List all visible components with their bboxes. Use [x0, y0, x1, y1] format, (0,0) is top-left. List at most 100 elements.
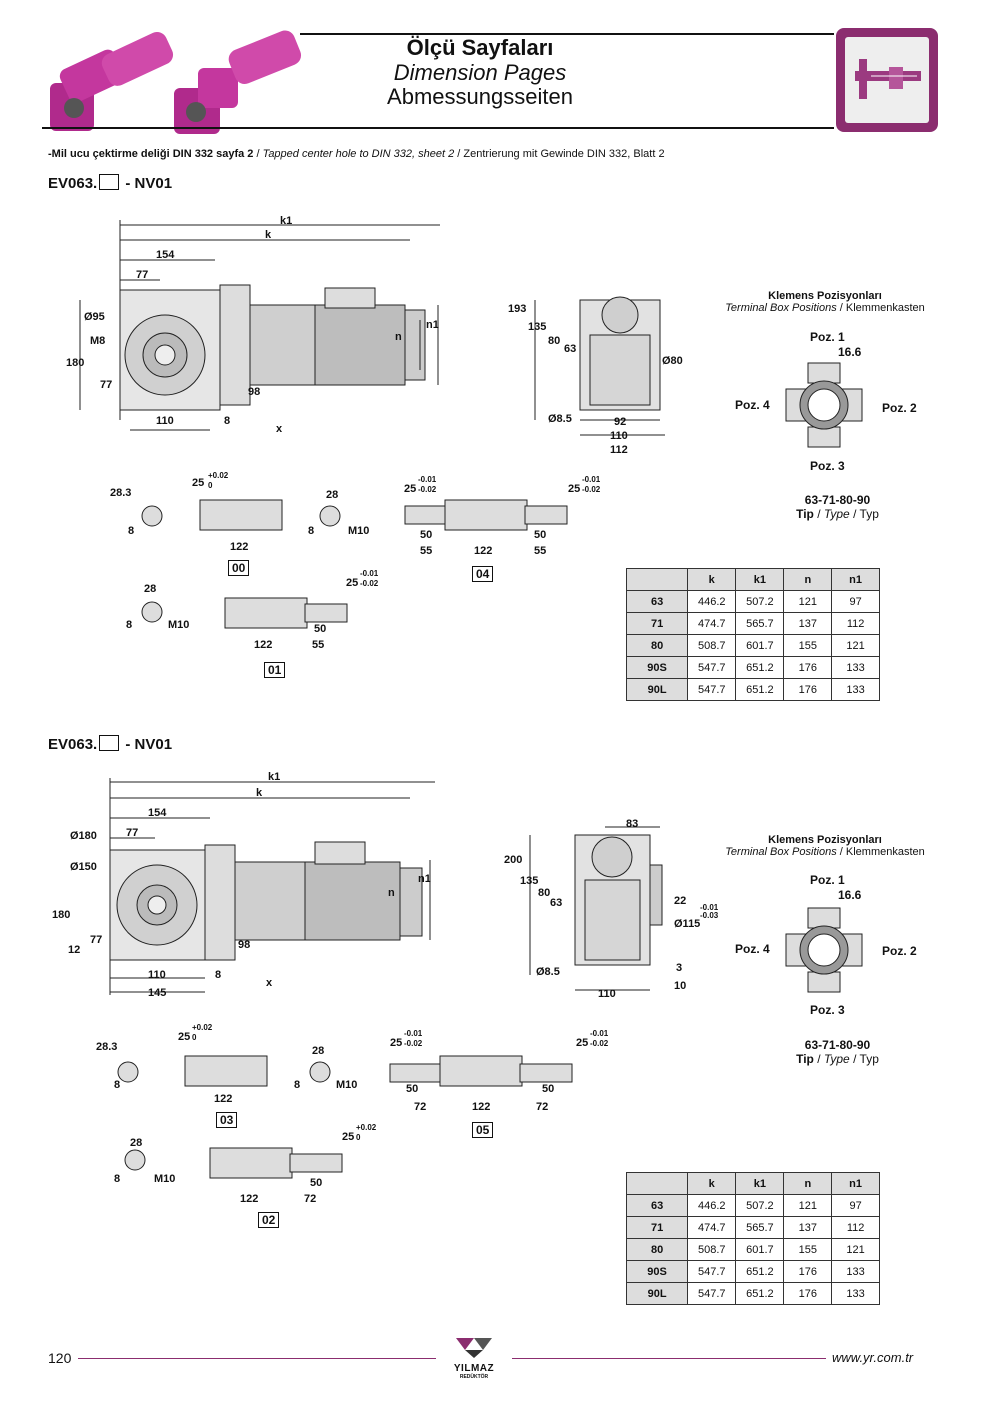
dim-8: 8	[294, 1079, 300, 1091]
dim-72: 72	[414, 1101, 426, 1113]
yilmaz-logo: YILMAZ REDÜKTÖR	[440, 1336, 508, 1380]
table-row: 90S 547.7 651.2 176 133	[625, 1260, 880, 1283]
dim-135: 135	[520, 875, 538, 887]
tol-upper: -0.01	[404, 1029, 423, 1038]
note-separator: /	[457, 148, 461, 160]
type-sep: /	[853, 1052, 857, 1066]
model-prefix: EV063.	[48, 175, 98, 192]
note-turkish: -Mil ucu çektirme deliği DIN 332 sayfa 2	[48, 148, 254, 160]
dim-25: 25	[178, 1031, 190, 1043]
cell: 651.2	[735, 656, 785, 679]
dim-28: 28	[326, 489, 338, 501]
dim-77b: 77	[90, 934, 102, 946]
cell: 121	[783, 590, 833, 613]
table-corner	[625, 1172, 689, 1195]
cell: 446.2	[687, 590, 737, 613]
tol-lower: -0.02	[404, 1039, 423, 1048]
cell: 121	[831, 1238, 880, 1261]
cell: 547.7	[687, 1282, 737, 1305]
logo-name: YILMAZ	[453, 1363, 495, 1374]
col-header: k	[687, 1172, 737, 1195]
cell: 137	[783, 612, 833, 635]
cell: 508.7	[687, 634, 737, 657]
tol-upper: +0.02	[192, 1023, 213, 1032]
dim-3: 3	[676, 962, 682, 974]
dim-77: 77	[136, 269, 148, 281]
dim-8: 8	[126, 619, 132, 631]
dim-d95: Ø95	[84, 311, 105, 323]
dim-180: 180	[52, 909, 70, 921]
cell: 121	[783, 1194, 833, 1217]
note-german: Zentrierung mit Gewinde DIN 332, Blatt 2	[463, 148, 665, 160]
page-header-title: Ölçü Sayfaları Dimension Pages Abmessung…	[300, 35, 660, 110]
shaft-code-01: 01	[264, 662, 286, 678]
row-label: 80	[625, 1238, 689, 1261]
tol-lower: 0	[208, 481, 213, 490]
cell: 112	[831, 1216, 880, 1239]
dim-50: 50	[314, 623, 326, 635]
model-heading: EV063. - NV01	[48, 735, 172, 753]
tol-lower: -0.02	[360, 579, 379, 588]
tol-lower: -0.03	[700, 911, 719, 920]
note-separator: /	[256, 148, 260, 160]
dim-77b: 77	[100, 379, 112, 391]
tol-upper: -0.01	[590, 1029, 609, 1038]
terminal-title-en: Terminal Box Positions	[725, 302, 837, 314]
dim-d150: Ø150	[70, 861, 97, 873]
dim-145: 145	[148, 987, 166, 999]
type-range: 63-71-80-90	[804, 1038, 871, 1052]
title-english: Dimension Pages	[393, 59, 567, 85]
dim-110: 110	[598, 988, 616, 1000]
tol-upper: -0.01	[360, 569, 379, 578]
col-header: n	[783, 1172, 833, 1195]
page-number: 120	[48, 1350, 72, 1366]
shaft-code-04: 04	[472, 566, 494, 582]
dim-110: 110	[610, 430, 628, 442]
dim-80: 80	[548, 335, 560, 347]
cell: 651.2	[735, 1282, 785, 1305]
cell: 121	[831, 634, 880, 657]
cell: 97	[831, 590, 880, 613]
tol-lower: -0.02	[418, 485, 437, 494]
dim-8: 8	[114, 1079, 120, 1091]
dim-25: 25	[342, 1131, 354, 1143]
dimension-table: k k1 n n1 63 446.2 507.2 121 97 71 474.7…	[625, 1172, 880, 1305]
tol-upper: -0.01	[582, 475, 601, 484]
main-drawing: k1 k 154 77 Ø180 Ø150 180 12 77 98 110 1…	[52, 771, 435, 999]
cell: 547.7	[687, 1260, 737, 1283]
model-placeholder-box	[99, 735, 120, 751]
side-drawing: 193 135 80 63 Ø80 Ø8.5 92 110 112	[508, 296, 683, 456]
col-header: n1	[831, 1172, 880, 1195]
dim-63: 63	[564, 343, 576, 355]
dim-n: n	[388, 887, 395, 899]
cell: 508.7	[687, 1238, 737, 1261]
type-tr: Tip	[796, 1052, 814, 1066]
table-row: 90S 547.7 651.2 176 133	[625, 656, 880, 679]
dim-10: 10	[674, 980, 686, 992]
cell: 651.2	[735, 1260, 785, 1283]
poz-3: Poz. 3	[810, 459, 845, 473]
dim-8: 8	[114, 1173, 120, 1185]
tol-lower: -0.02	[582, 485, 601, 494]
dim-k1: k1	[268, 771, 280, 783]
dim-50: 50	[542, 1083, 554, 1095]
dim-55: 55	[312, 639, 324, 651]
table-header-row: k k1 n n1	[625, 568, 880, 591]
cell: 133	[831, 1260, 880, 1283]
dim-m10: M10	[348, 525, 369, 537]
caliper-icon	[836, 28, 938, 132]
table-row: 80 508.7 601.7 155 121	[625, 1238, 880, 1261]
dim-25: 25	[404, 483, 416, 495]
dim-55: 55	[420, 545, 432, 557]
dim-16-6: 16.6	[838, 888, 862, 902]
type-en: Type	[823, 507, 850, 521]
terminal-sep: /	[839, 302, 843, 314]
row-label: 90S	[625, 656, 689, 679]
dim-122: 122	[240, 1193, 258, 1205]
poz-4: Poz. 4	[735, 398, 770, 412]
cell: 446.2	[687, 1194, 737, 1217]
poz-3: Poz. 3	[810, 1003, 845, 1017]
dim-d115: Ø115	[674, 918, 700, 930]
model-prefix: EV063.	[48, 736, 98, 753]
col-header: n1	[831, 568, 880, 591]
